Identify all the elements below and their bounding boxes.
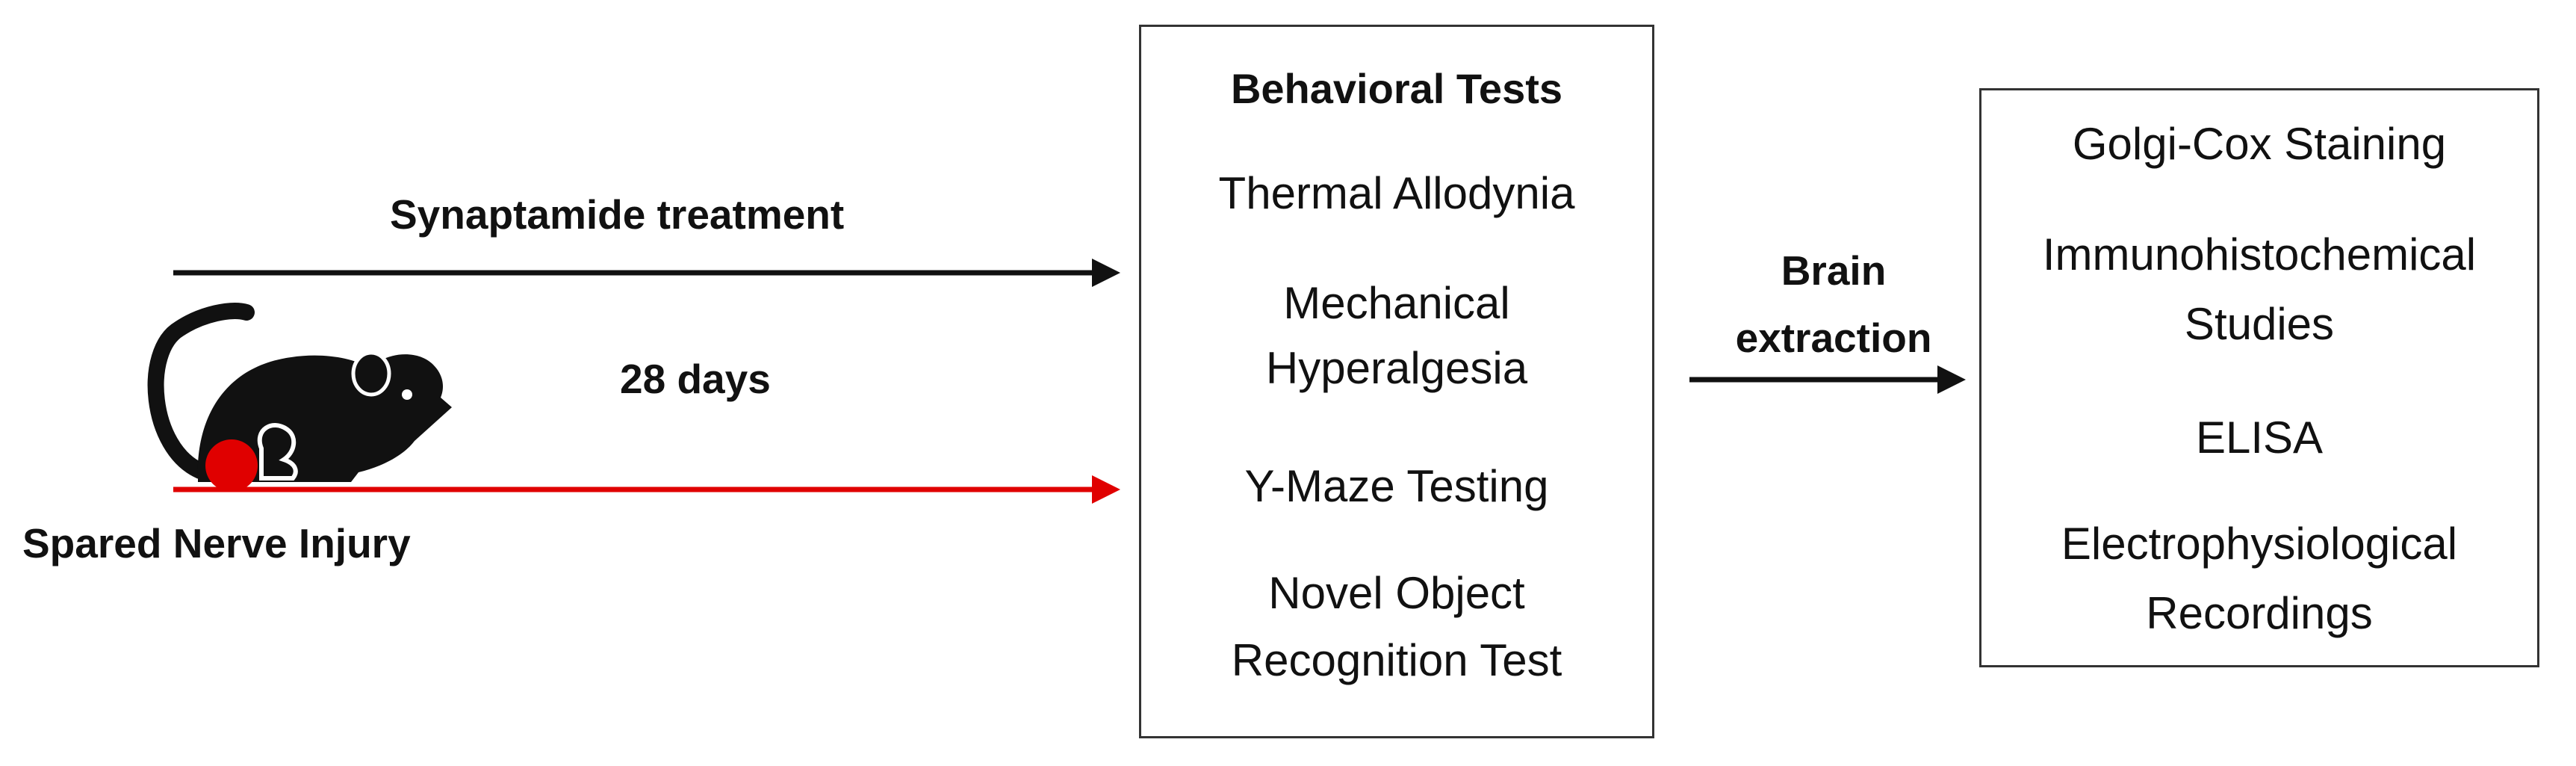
analysis-box: Golgi-Cox Staining Immunohistochemical S… bbox=[1979, 88, 2539, 667]
test-y-maze: Y-Maze Testing bbox=[1244, 461, 1549, 511]
analysis-electrophysiological: Electrophysiological bbox=[2061, 519, 2458, 569]
test-novel-object: Novel Object bbox=[1268, 568, 1525, 618]
spared-nerve-injury-label: Spared Nerve Injury bbox=[22, 520, 411, 566]
analysis-golgi-cox: Golgi-Cox Staining bbox=[2072, 119, 2447, 169]
treatment-arrow bbox=[173, 259, 1120, 287]
brain-extraction-label-line1: Brain bbox=[1781, 247, 1887, 294]
behavioral-tests-title: Behavioral Tests bbox=[1230, 65, 1563, 112]
analysis-immunohistochemical: Immunohistochemical bbox=[2042, 229, 2477, 279]
test-recognition: Recognition Test bbox=[1231, 635, 1562, 685]
brain-extraction-label-line2: extraction bbox=[1735, 315, 1932, 361]
injury-dot bbox=[205, 439, 258, 492]
analysis-studies: Studies bbox=[2184, 299, 2335, 349]
test-thermal-allodynia: Thermal Allodynia bbox=[1218, 168, 1575, 218]
injury-arrow bbox=[173, 475, 1120, 504]
duration-label: 28 days bbox=[620, 356, 771, 402]
mouse-icon bbox=[147, 303, 452, 482]
test-mechanical: Mechanical bbox=[1283, 278, 1510, 328]
test-hyperalgesia: Hyperalgesia bbox=[1265, 343, 1528, 393]
brain-extraction-arrow bbox=[1689, 365, 1966, 394]
behavioral-tests-box: Behavioral Tests Thermal Allodynia Mecha… bbox=[1139, 25, 1654, 738]
analysis-recordings: Recordings bbox=[2146, 588, 2373, 638]
analysis-elisa: ELISA bbox=[2195, 413, 2324, 463]
treatment-label: Synaptamide treatment bbox=[390, 191, 845, 238]
